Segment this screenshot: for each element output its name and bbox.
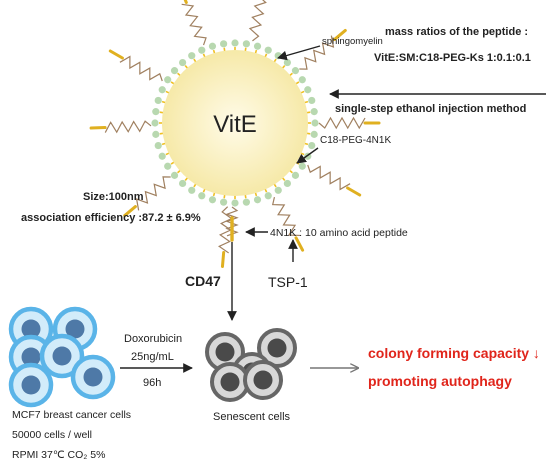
lipid-head bbox=[291, 67, 300, 75]
lipid-head bbox=[298, 162, 306, 170]
peg-chain bbox=[135, 176, 171, 211]
lipid-head bbox=[188, 186, 196, 194]
peptide-4n1k bbox=[346, 186, 362, 197]
peg-chain bbox=[299, 35, 335, 70]
peg-chain bbox=[181, 3, 207, 46]
lipid-head bbox=[264, 192, 272, 200]
senescent-cell bbox=[210, 362, 250, 402]
autophagy-outcome: promoting autophagy bbox=[368, 373, 512, 389]
lipid-head bbox=[310, 108, 318, 116]
lipid-head bbox=[179, 58, 187, 67]
c18-peg-pointer-arrow bbox=[296, 147, 319, 164]
lipid-heads bbox=[151, 39, 319, 207]
lipid-head bbox=[253, 196, 262, 204]
lipid-head bbox=[242, 198, 250, 206]
lipid-head bbox=[208, 42, 217, 50]
lipid-head bbox=[283, 58, 291, 67]
peg-chain bbox=[318, 116, 366, 130]
sphingomyelin-label: sphingomyelin bbox=[322, 36, 383, 47]
lipid-head bbox=[291, 171, 300, 179]
dose-label: 25ng/mL bbox=[131, 351, 174, 363]
lipid-head bbox=[308, 141, 316, 150]
lipid-head bbox=[242, 40, 250, 48]
peptide-4n1k bbox=[333, 28, 347, 41]
doxorubicin-label: Doxorubicin bbox=[124, 333, 182, 345]
lipid-head bbox=[308, 96, 316, 105]
peg-chain bbox=[104, 120, 152, 134]
lipid-head bbox=[170, 171, 179, 179]
nanoparticle: VitE bbox=[89, 0, 381, 268]
lipid-head bbox=[152, 130, 160, 138]
c18-peg-label: C18-PEG-4N1K bbox=[320, 135, 391, 146]
lipid-head bbox=[154, 96, 162, 105]
association-efficiency-label: association efficiency :87.2 ± 6.9% bbox=[21, 212, 201, 224]
lipid-head bbox=[208, 196, 217, 204]
lipid-head bbox=[179, 179, 187, 188]
lipid-head bbox=[158, 86, 166, 94]
senescent-cell-cluster bbox=[205, 328, 297, 402]
peptide-4n1k bbox=[294, 236, 305, 252]
lipid-head bbox=[188, 52, 196, 60]
lipid-head bbox=[311, 119, 319, 127]
cell-density-label: 50000 cells / well bbox=[12, 429, 92, 441]
method-label: single-step ethanol injection method bbox=[335, 103, 526, 115]
lipid-head bbox=[170, 67, 179, 75]
lipid-head bbox=[151, 119, 159, 127]
colony-forming-outcome: colony forming capacity ↓ bbox=[368, 345, 540, 361]
peptide-4n1k bbox=[220, 251, 226, 268]
peptide-4n1k bbox=[123, 205, 137, 218]
lipid-head bbox=[310, 130, 318, 138]
mass-ratio-title: mass ratios of the peptide : bbox=[385, 26, 528, 38]
lipid-head bbox=[298, 76, 306, 84]
lipid-head bbox=[283, 179, 291, 188]
culture-conditions-label: RPMI 37℃ CO₂ 5% bbox=[12, 449, 105, 461]
size-label: Size:100nm bbox=[83, 191, 144, 203]
mcf7-cell-cluster bbox=[8, 306, 116, 408]
lipid-head bbox=[304, 86, 312, 94]
sphingomyelin-pointer-arrow bbox=[277, 45, 321, 61]
duration-label: 96h bbox=[143, 377, 161, 389]
peptide-label: 4N1K : 10 amino acid peptide bbox=[270, 227, 408, 239]
arrows bbox=[120, 45, 546, 373]
lipid-head bbox=[164, 162, 172, 170]
tsp1-label: TSP-1 bbox=[268, 274, 308, 290]
peg-chain bbox=[248, 0, 267, 42]
peptide-4n1k bbox=[183, 0, 188, 4]
peg-chain bbox=[119, 55, 163, 82]
lipid-head bbox=[152, 108, 160, 116]
cd47-label: CD47 bbox=[185, 273, 221, 289]
lipid-head bbox=[198, 192, 206, 200]
senescent-cells-label: Senescent cells bbox=[213, 411, 291, 423]
lipid-head bbox=[198, 46, 206, 54]
mcf7-cell bbox=[70, 354, 116, 400]
lipid-head bbox=[164, 76, 172, 84]
lipid-head bbox=[253, 42, 262, 50]
lipid-head bbox=[154, 141, 162, 150]
lipid-head bbox=[220, 40, 228, 48]
vite-core-label: VitE bbox=[213, 111, 257, 138]
mass-ratio-value: VitE:SM:C18-PEG-Ks 1:0.1:0.1 bbox=[374, 52, 531, 64]
peg-chain bbox=[307, 164, 351, 191]
mcf7-cells-label: MCF7 breast cancer cells bbox=[12, 409, 131, 421]
lipid-head bbox=[231, 199, 239, 207]
peg-peptide-chains bbox=[89, 0, 381, 268]
lipid-head bbox=[231, 39, 239, 47]
lipid-head bbox=[264, 46, 272, 54]
lipid-head bbox=[158, 152, 166, 160]
lipid-head bbox=[220, 198, 228, 206]
lipid-head bbox=[274, 186, 282, 194]
mcf7-cell bbox=[8, 362, 54, 408]
peptide-4n1k bbox=[108, 49, 124, 60]
mcf7-cell bbox=[39, 333, 85, 379]
vitamin-e-core bbox=[162, 50, 308, 196]
senescent-cell bbox=[243, 360, 283, 400]
senescent-cell bbox=[257, 328, 297, 368]
peg-chain bbox=[271, 197, 301, 237]
